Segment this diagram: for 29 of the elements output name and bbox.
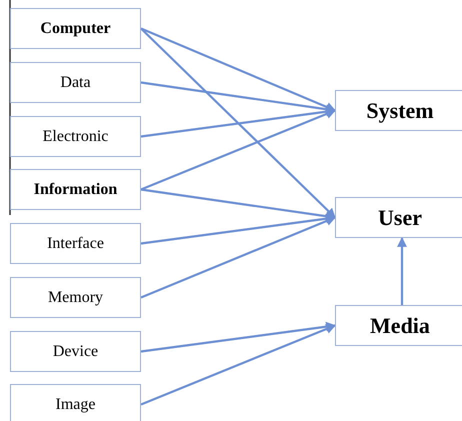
term-box [10, 8, 141, 49]
term-box [10, 116, 141, 157]
arrow [140, 28, 336, 218]
term-box [10, 277, 141, 318]
box-label: Interface [47, 234, 104, 252]
box-label: System [366, 98, 434, 124]
box-label: Memory [48, 288, 104, 306]
term-box [10, 62, 141, 103]
box-label: Device [52, 342, 98, 360]
box-label: Data [60, 74, 91, 92]
arrow [140, 324, 336, 406]
term-box [10, 223, 141, 264]
term-box [10, 384, 141, 421]
concept-box [335, 197, 462, 238]
box-label: User [378, 204, 422, 230]
concept-box [335, 90, 462, 131]
box-label: Electronic [42, 128, 108, 146]
arrow [140, 27, 336, 112]
box-label: Information [34, 180, 118, 198]
arrow [140, 109, 336, 191]
arrow [140, 322, 336, 353]
arrow [140, 216, 336, 299]
arrow [397, 237, 407, 305]
box-label: Media [370, 312, 430, 338]
term-box [10, 169, 141, 210]
box-label: Image [56, 396, 96, 414]
box-label: Computer [40, 20, 111, 38]
concept-box [335, 305, 462, 346]
term-box [10, 331, 141, 372]
